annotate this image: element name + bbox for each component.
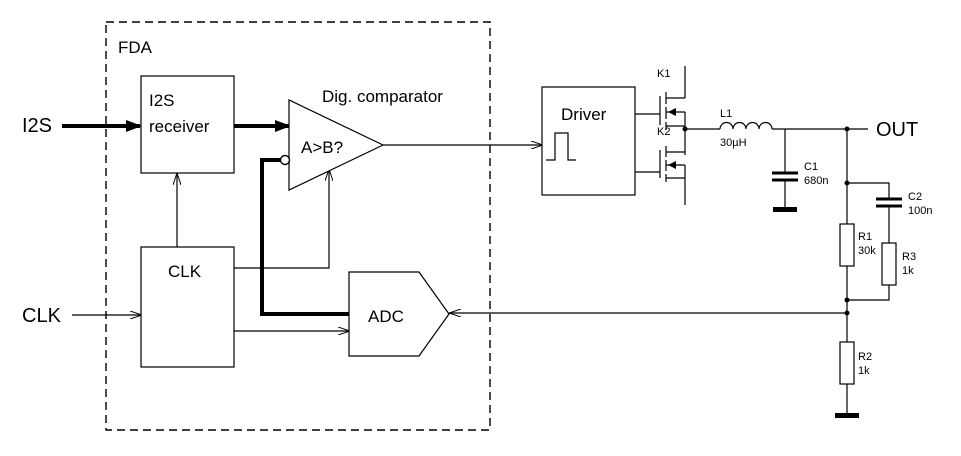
r2-value: 1k (858, 365, 870, 377)
c1-ground (773, 207, 797, 212)
r2-name: R2 (858, 351, 872, 363)
clk-input-label: CLK (22, 305, 62, 327)
i2s-receiver-label-2: receiver (149, 117, 210, 136)
adc-block (348, 271, 450, 357)
r3-resistor (881, 242, 897, 286)
l1-inductor (719, 121, 773, 130)
r2-resistor (839, 341, 855, 385)
fda-label: FDA (118, 38, 153, 57)
l1-name: L1 (720, 108, 732, 120)
r1-name: R1 (858, 231, 872, 243)
output-label: OUT (876, 119, 918, 141)
comparator-symbol (288, 99, 385, 191)
clk-block-label: CLK (168, 262, 202, 281)
r1-resistor (839, 223, 855, 267)
comparator-label: A>B? (301, 138, 343, 157)
c2-name: C2 (908, 191, 922, 203)
k2-label: K2 (657, 126, 670, 138)
c2-capacitor (876, 197, 902, 208)
r2-ground (835, 413, 859, 418)
c1-name: C1 (804, 161, 818, 173)
k1-mosfet (659, 66, 686, 155)
l1-value: 30µH (720, 137, 747, 149)
r3-name: R3 (902, 251, 916, 263)
c2-value: 100n (908, 205, 932, 217)
clk-block (140, 246, 235, 368)
k2-mosfet (659, 146, 686, 205)
i2s-receiver-label-1: I2S (149, 91, 175, 110)
adc-feedback-bus (260, 158, 349, 316)
c1-value: 680n (804, 175, 828, 187)
driver-label: Driver (561, 105, 607, 124)
r1-value: 30k (858, 245, 876, 257)
r3-return-wire (847, 285, 890, 301)
clk-to-comparator-wire (234, 170, 329, 269)
c2-branch-wire (847, 182, 890, 198)
adc-label: ADC (368, 307, 404, 326)
driver-block (541, 86, 636, 196)
pulse-icon (546, 132, 576, 161)
fda-boundary (105, 21, 491, 431)
k1-label: K1 (657, 68, 670, 80)
c1-capacitor (772, 129, 798, 207)
comparator-title: Dig. comparator (322, 87, 443, 106)
feedback-node (844, 310, 850, 316)
i2s-input-label: I2S (22, 115, 52, 137)
r3-value: 1k (902, 265, 914, 277)
comparator-inverting-input (279, 154, 291, 166)
